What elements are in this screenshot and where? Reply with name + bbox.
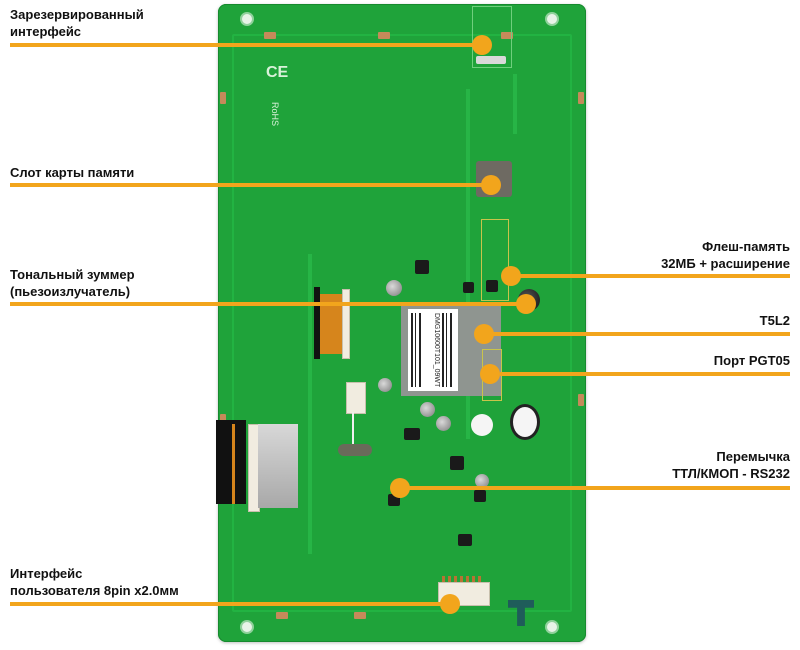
ic-chip	[458, 534, 472, 546]
white-capacitor	[471, 414, 493, 436]
smd-part	[276, 612, 288, 619]
callout-label-pgt05-port: Порт PGT05	[714, 352, 790, 369]
label-line: пользователя 8pin x2.0мм	[10, 583, 179, 598]
wire	[352, 412, 354, 446]
smd-part	[354, 612, 366, 619]
smd-part	[264, 32, 276, 39]
wire-clip	[338, 444, 372, 456]
callout-dot-reserved-interface	[472, 35, 492, 55]
barcode	[411, 313, 421, 387]
callout-line-pgt05-port	[500, 372, 790, 376]
fpc-latch	[342, 289, 350, 359]
capacitor	[378, 378, 392, 392]
rohs-mark: RoHS	[270, 102, 280, 127]
flash-chip	[486, 280, 498, 292]
callout-dot-jumper	[390, 478, 410, 498]
mount-hole-br	[545, 620, 559, 634]
smd-part	[578, 92, 584, 104]
callout-dot-flash-memory	[501, 266, 521, 286]
callout-label-t5l2: T5L2	[760, 312, 790, 329]
ribbon-cable	[320, 294, 342, 354]
smd-part	[578, 394, 584, 406]
pcb-board: CE RoHS DMG10600T101_09WTC	[216, 4, 586, 642]
label-line: (пьезоизлучатель)	[10, 284, 131, 299]
callout-line-flash-memory	[510, 274, 790, 278]
capacitor	[436, 416, 451, 431]
ic-chip	[415, 260, 429, 274]
callout-label-jumper: Перемычка ТТЛ/КМОП - RS232	[672, 448, 790, 482]
capacitor	[475, 474, 489, 488]
mount-hole-tr	[545, 12, 559, 26]
manufacturer-logo-icon	[508, 600, 534, 626]
callout-line-jumper	[400, 486, 790, 490]
fpc-connector	[314, 287, 320, 359]
display-ribbon	[216, 420, 246, 504]
callout-label-flash-memory: Флеш-память 32МБ + расширение	[661, 238, 790, 272]
callout-dot-user-interface	[440, 594, 460, 614]
ic-chip	[450, 456, 464, 470]
smd-part	[220, 92, 226, 104]
callout-dot-t5l2	[474, 324, 494, 344]
barcode	[442, 313, 454, 387]
label-line: 32МБ + расширение	[661, 256, 790, 271]
mount-hole-tl	[240, 12, 254, 26]
callout-label-reserved-interface: Зарезервированный интерфейс	[10, 6, 144, 40]
label-line: Зарезервированный	[10, 7, 144, 22]
chip-sticker-text: DMG10600T101_09WTC	[433, 313, 440, 387]
smd-part	[378, 32, 390, 39]
connector-pins	[442, 576, 484, 582]
pcb-trace	[466, 89, 470, 439]
callout-line-memory-card-slot	[10, 183, 494, 187]
round-buzzer	[510, 404, 540, 440]
flash-memory-area	[481, 219, 509, 301]
label-line: ТТЛ/КМОП - RS232	[672, 466, 790, 481]
label-line: Слот карты памяти	[10, 165, 135, 180]
ic-chip	[474, 490, 486, 502]
t5l2-sticker: DMG10600T101_09WTC	[408, 309, 458, 391]
label-line: Флеш-память	[702, 239, 790, 254]
capacitor	[386, 280, 402, 296]
display-ribbon-stripe	[232, 424, 235, 504]
callout-line-buzzer	[10, 302, 528, 306]
ic-chip	[404, 428, 420, 440]
callout-line-t5l2	[484, 332, 790, 336]
pcb-trace	[308, 254, 312, 554]
label-line: интерфейс	[10, 24, 82, 39]
callout-line-user-interface	[10, 602, 454, 606]
reserved-interface-pins	[476, 56, 506, 64]
mount-hole-bl	[240, 620, 254, 634]
capacitor	[420, 402, 435, 417]
smd-part	[501, 32, 513, 39]
callout-label-memory-card-slot: Слот карты памяти	[10, 164, 134, 181]
callout-label-user-interface: Интерфейс пользователя 8pin x2.0мм	[10, 565, 179, 599]
callout-dot-pgt05-port	[480, 364, 500, 384]
label-line: Интерфейс	[10, 566, 83, 581]
label-line: T5L2	[759, 313, 790, 328]
ce-mark: CE	[266, 64, 289, 81]
label-line: Тональный зуммер	[10, 267, 135, 282]
wire-connector	[346, 382, 366, 414]
label-line: Перемычка	[716, 449, 790, 464]
ic-chip	[463, 282, 474, 293]
reserved-interface-area	[472, 6, 512, 68]
callout-dot-memory-card-slot	[481, 175, 501, 195]
pcb-outline	[232, 34, 572, 612]
pcb-trace	[513, 74, 517, 134]
callout-line-reserved-interface	[10, 43, 484, 47]
callout-label-buzzer: Тональный зуммер (пьезоизлучатель)	[10, 266, 135, 300]
display-connector-shield	[258, 424, 298, 508]
label-line: Порт PGT05	[713, 353, 790, 368]
callout-dot-buzzer	[516, 294, 536, 314]
